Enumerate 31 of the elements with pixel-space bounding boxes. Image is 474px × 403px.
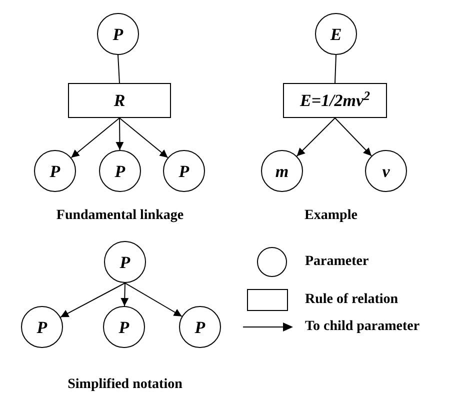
- legend-text: Rule of relation: [305, 293, 398, 307]
- node-label: E=1/2mv$^{2}$: [300, 92, 370, 109]
- node-label: P: [178, 162, 190, 180]
- arrow: [60, 282, 126, 318]
- node-label: P: [114, 162, 126, 180]
- legend-text: To child parameter: [305, 320, 420, 334]
- node-label: m: [275, 162, 289, 180]
- arrow: [70, 118, 120, 158]
- arrow: [120, 282, 129, 306]
- node-label: v: [382, 162, 390, 180]
- caption-text: Fundamental linkage: [56, 209, 184, 223]
- caption-text: Example: [304, 209, 358, 223]
- caption-text: Simplified notation: [68, 378, 182, 392]
- connector-line: [118, 54, 120, 84]
- node-label: P: [112, 26, 124, 42]
- node-label: R: [114, 92, 126, 109]
- connector-line: [334, 54, 336, 84]
- arrow: [119, 118, 168, 158]
- relation-box: [68, 83, 171, 118]
- node-label: P: [118, 318, 130, 336]
- node-label: P: [50, 162, 60, 180]
- arrow: [116, 118, 124, 150]
- node-label: P: [194, 318, 206, 336]
- node-label: E: [330, 26, 342, 42]
- arrow: [334, 118, 372, 156]
- node-label: P: [36, 318, 48, 336]
- arrow: [296, 118, 336, 157]
- legend-text: Parameter: [305, 255, 369, 269]
- arrow: [124, 282, 182, 317]
- relation-box: [283, 83, 387, 118]
- node-label: P: [120, 254, 130, 270]
